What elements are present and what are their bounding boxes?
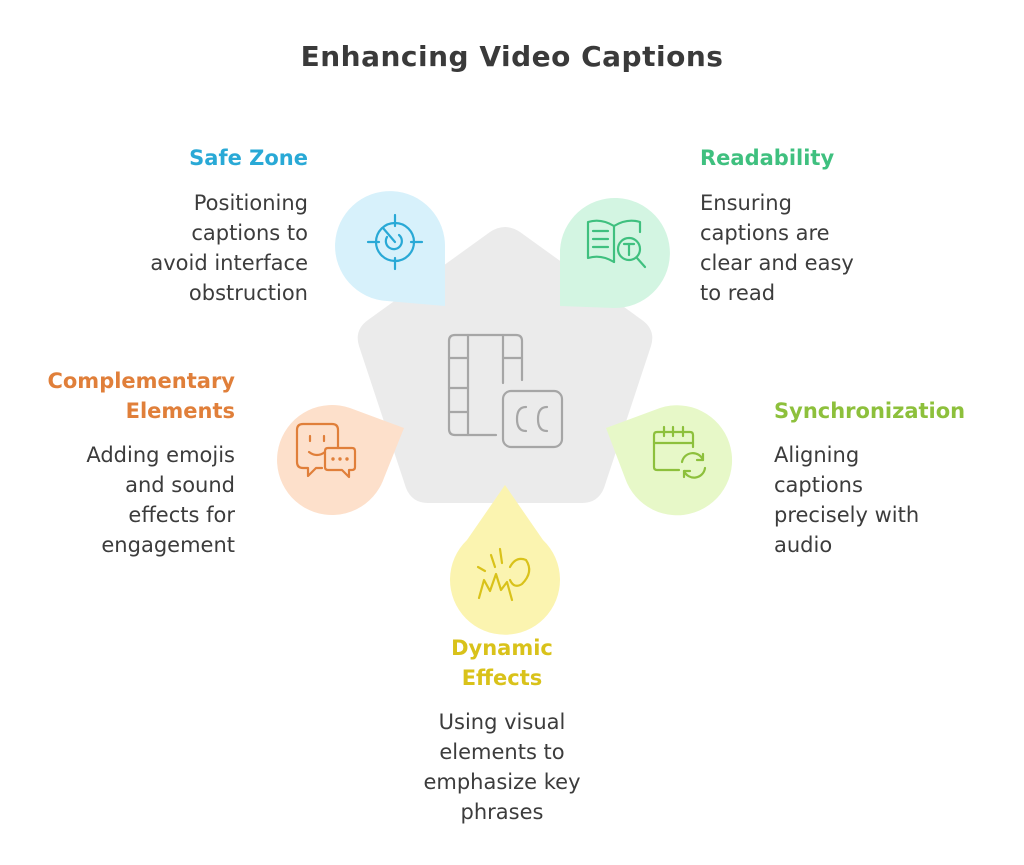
description-line: Ensuring bbox=[700, 191, 792, 215]
description-line: emphasize key bbox=[423, 770, 581, 794]
description-line: captions are bbox=[700, 221, 830, 245]
book-text-search-icon bbox=[586, 219, 647, 269]
description-line: to read bbox=[700, 281, 776, 305]
readability-node bbox=[560, 198, 670, 309]
description-line: captions bbox=[774, 473, 863, 497]
dynamic-effects-label-line: Dynamic bbox=[451, 636, 553, 660]
complementary-elements-description: Adding emojis and sound effects for enga… bbox=[86, 440, 235, 560]
dynamic-effects-node bbox=[450, 485, 560, 635]
safe-zone-label: Safe Zone bbox=[189, 143, 308, 173]
description-line: effects for bbox=[128, 503, 235, 527]
description-line: phrases bbox=[460, 800, 544, 824]
description-line: obstruction bbox=[188, 281, 308, 305]
complementary-elements-label-line: Elements bbox=[125, 399, 235, 423]
description-line: Using visual bbox=[438, 710, 566, 734]
description-line: avoid interface bbox=[150, 251, 308, 275]
description-line: and sound bbox=[125, 473, 235, 497]
readability-label: Readability bbox=[700, 143, 834, 173]
readability-description: Ensuring captions are clear and easy to … bbox=[700, 188, 854, 308]
description-line: Aligning bbox=[774, 443, 860, 467]
safe-zone-description: Positioning captions to avoid interface … bbox=[150, 188, 308, 308]
dynamic-effects-description: Using visual elements to emphasize key p… bbox=[382, 707, 622, 827]
film-captions-icon bbox=[447, 333, 564, 449]
dynamic-effects-label-line: Effects bbox=[461, 666, 543, 690]
target-icon bbox=[366, 213, 424, 271]
complementary-elements-label-line: Complementary bbox=[47, 369, 235, 393]
calendar-sync-icon bbox=[652, 425, 707, 479]
burst-effect-icon bbox=[476, 547, 531, 602]
complementary-elements-label: Complementary Elements bbox=[47, 366, 235, 426]
description-line: Adding emojis bbox=[86, 443, 235, 467]
description-line: elements to bbox=[439, 740, 565, 764]
description-line: engagement bbox=[101, 533, 235, 557]
chat-emoji-icon bbox=[295, 422, 357, 479]
synchronization-label: Synchronization bbox=[774, 396, 965, 426]
safe-zone-label-line: Safe Zone bbox=[189, 146, 308, 170]
dynamic-effects-label: Dynamic Effects bbox=[402, 633, 602, 693]
synchronization-label-line: Synchronization bbox=[774, 399, 966, 423]
safe-zone-node bbox=[335, 191, 446, 306]
readability-label-line: Readability bbox=[700, 146, 835, 170]
synchronization-description: Aligning captions precisely with audio bbox=[774, 440, 919, 560]
diagram-title: Enhancing Video Captions bbox=[300, 40, 724, 73]
synchronization-node bbox=[606, 405, 733, 516]
description-line: audio bbox=[774, 533, 833, 557]
complementary-elements-node bbox=[277, 404, 404, 515]
description-line: Positioning bbox=[193, 191, 308, 215]
description-line: precisely with bbox=[774, 503, 920, 527]
description-line: clear and easy bbox=[700, 251, 854, 275]
description-line: captions to bbox=[191, 221, 308, 245]
